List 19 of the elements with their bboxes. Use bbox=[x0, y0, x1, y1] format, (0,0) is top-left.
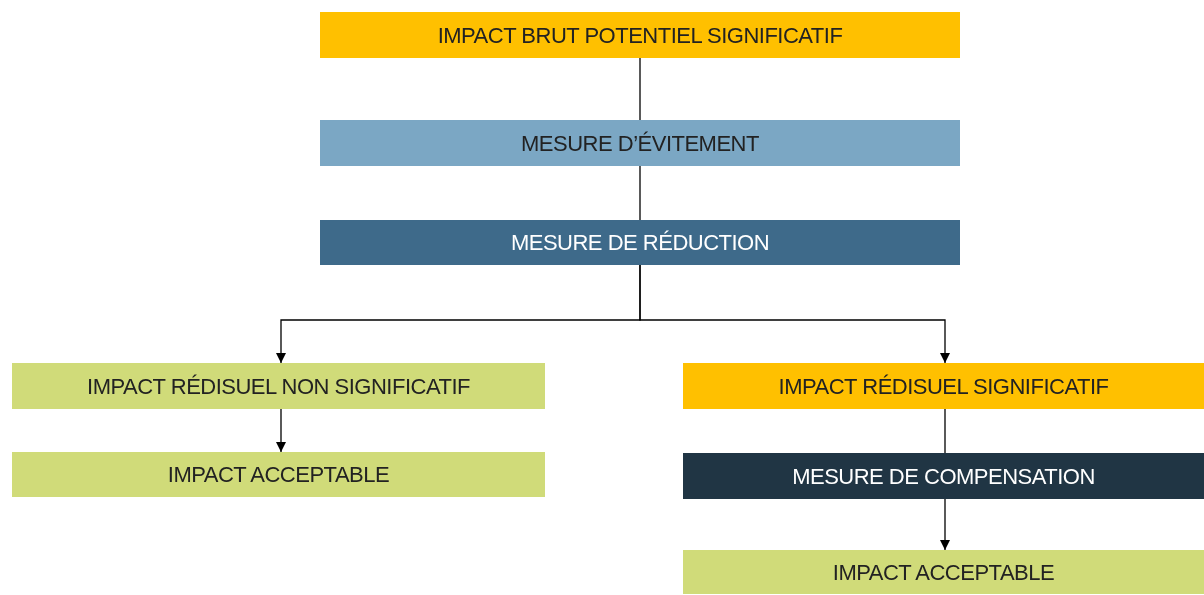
process-box bbox=[683, 550, 1204, 594]
process-box bbox=[320, 120, 960, 166]
process-box bbox=[12, 363, 545, 409]
connector-arrow bbox=[939, 498, 951, 551]
process-box bbox=[683, 363, 1204, 409]
process-box bbox=[320, 220, 960, 265]
process-box bbox=[320, 12, 960, 58]
box-label: IMPACT ACCEPTABLE bbox=[832, 558, 1055, 587]
box-label: IMPACT ACCEPTABLE bbox=[167, 461, 390, 489]
connector-arrow bbox=[275, 408, 287, 453]
box-label: MESURE DE COMPENSATION bbox=[792, 462, 1095, 491]
process-box bbox=[683, 453, 1204, 499]
box-label: MESURE DE RÉDUCTION bbox=[510, 229, 770, 257]
box-label: MESURE D’ÉVITEMENT bbox=[521, 129, 759, 158]
box-label: IMPACT RÉDISUEL SIGNIFICATIF bbox=[778, 372, 1109, 401]
process-box bbox=[12, 452, 545, 497]
connector-arrow bbox=[639, 264, 951, 364]
box-label: IMPACT BRUT POTENTIEL SIGNIFICATIF bbox=[437, 21, 843, 50]
box-label: IMPACT RÉDISUEL NON SIGNIFICATIF bbox=[87, 372, 470, 401]
